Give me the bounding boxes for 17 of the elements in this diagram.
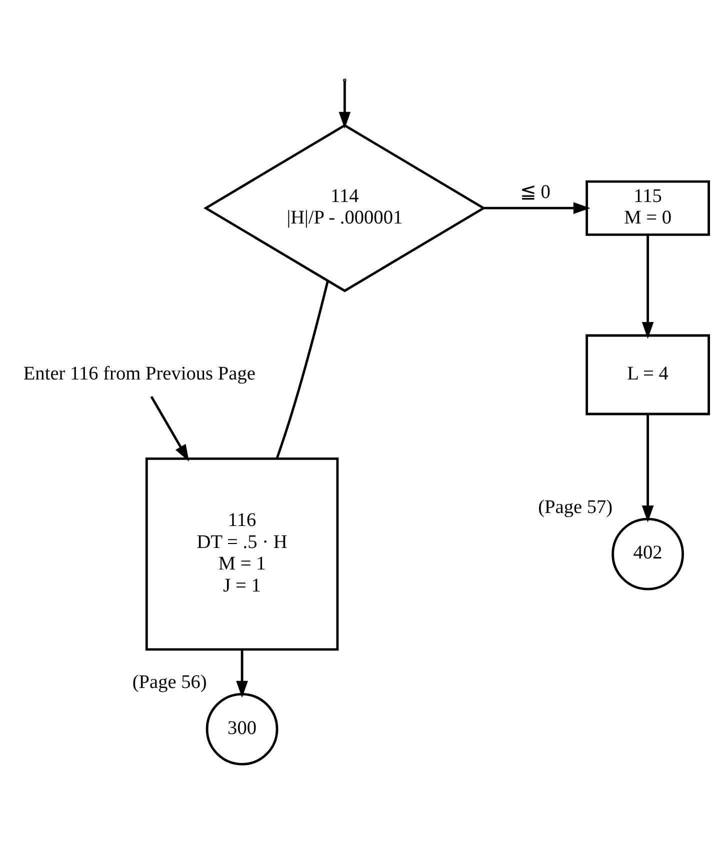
node-diamond: 114 |H|/P - .000001 xyxy=(203,124,486,292)
arrow xyxy=(338,80,351,129)
node-label: (Page 57) xyxy=(538,496,613,518)
arrow xyxy=(642,414,654,522)
node-box: 115 M = 0 xyxy=(586,180,710,236)
node-label: (Page 56) xyxy=(132,672,207,693)
node-text: Enter 116 from Previous Page xyxy=(23,363,256,384)
arrow xyxy=(642,234,654,339)
connector xyxy=(276,280,329,459)
node-circle: 402 xyxy=(612,518,684,590)
edge-label: ≦ 0 xyxy=(520,182,550,204)
arrow xyxy=(150,396,190,462)
node-circle: 300 xyxy=(206,692,278,766)
arrow xyxy=(236,650,248,698)
node-box: L = 4 xyxy=(586,334,710,416)
arrow xyxy=(484,202,590,214)
node-box: 116 DT = .5 · H M = 1 J = 1 xyxy=(145,457,339,651)
